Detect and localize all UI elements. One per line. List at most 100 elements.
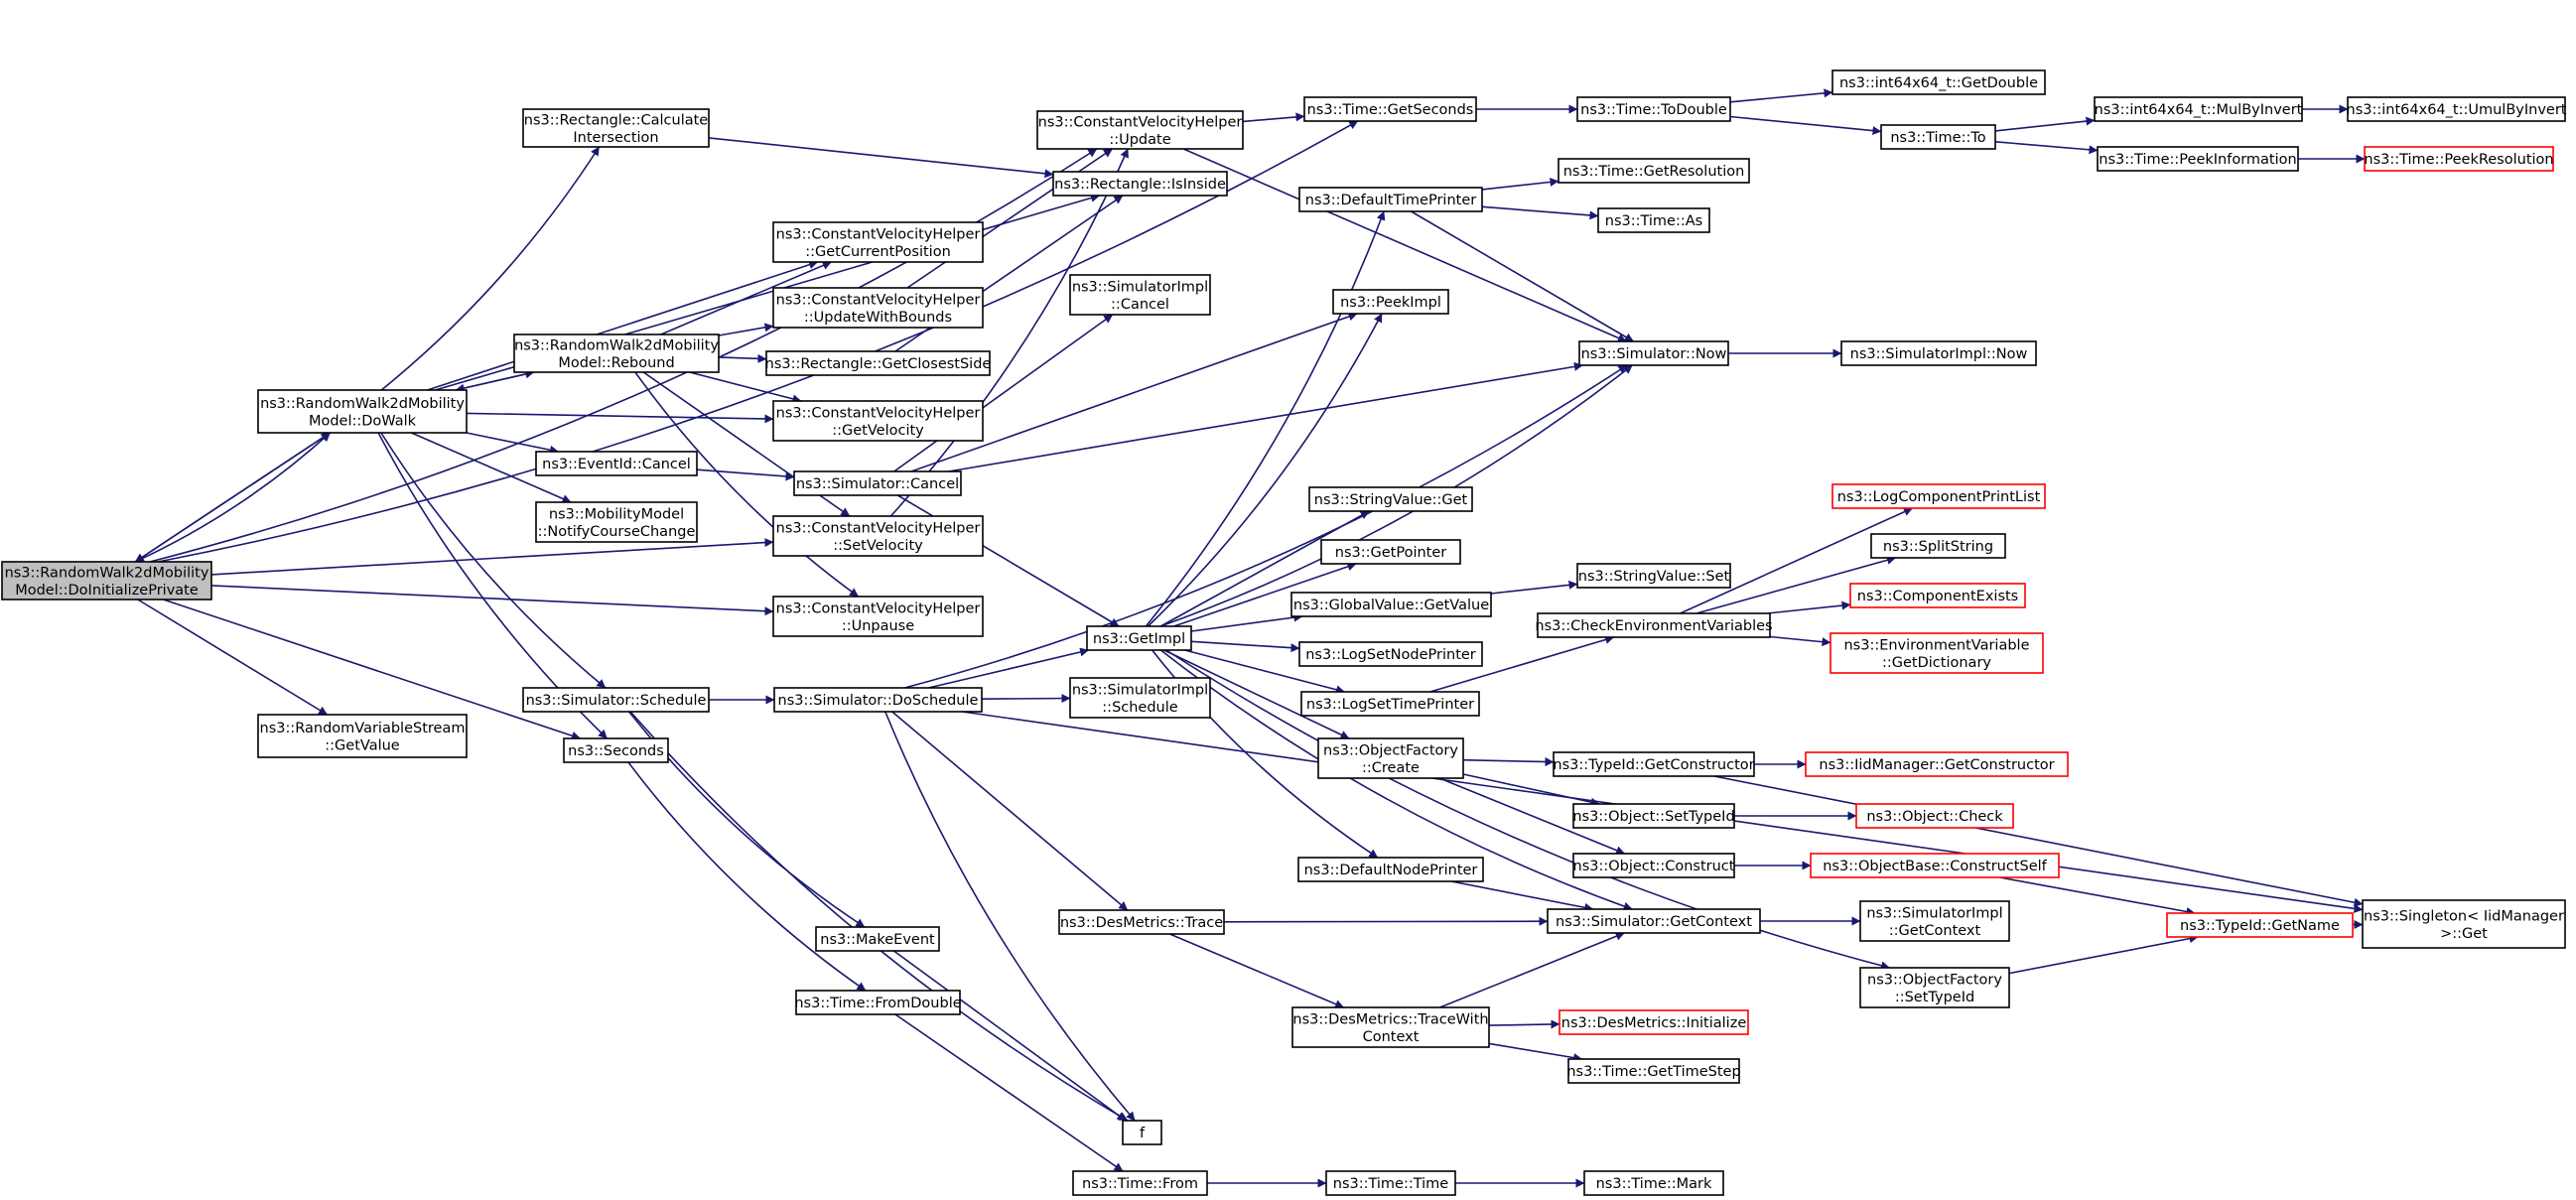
- function-node-makeevent[interactable]: ns3::MakeEvent: [815, 926, 940, 952]
- call-edge-deftimeprinter-to-timeas: [1481, 205, 1599, 220]
- function-node-timetodouble[interactable]: ns3::Time::ToDouble: [1576, 96, 1731, 122]
- function-node-cvhupdbounds[interactable]: ns3::ConstantVelocityHelper::UpdateWithB…: [772, 287, 984, 329]
- node-box: [1298, 641, 1483, 667]
- function-node-timegetres[interactable]: ns3::Time::GetResolution: [1558, 158, 1750, 184]
- node-label: ns3::int64x64_t::GetDouble: [1839, 75, 2038, 91]
- function-node-cvhupdate[interactable]: ns3::ConstantVelocityHelper::Update: [1036, 110, 1244, 150]
- function-node-compexists[interactable]: ns3::ComponentExists: [1849, 583, 2026, 608]
- node-label: ns3::ComponentExists: [1857, 589, 2019, 604]
- node-box: [1576, 96, 1731, 122]
- function-node-f[interactable]: f: [1122, 1120, 1162, 1145]
- node-label: ns3::Object::Check: [1866, 809, 2003, 825]
- function-node-cvhunpause[interactable]: ns3::ConstantVelocityHelper::Unpause: [772, 596, 984, 637]
- call-edge-timefromdouble-to-timefrom: [894, 1013, 1124, 1172]
- function-node-simimplsched[interactable]: ns3::SimulatorImpl::Schedule: [1069, 677, 1211, 719]
- function-node-ofsettypeid[interactable]: ns3::ObjectFactory::SetTypeId: [1859, 967, 2010, 1008]
- function-node-peekimpl[interactable]: ns3::PeekImpl: [1332, 289, 1449, 315]
- node-label: ns3::Simulator::Schedule: [526, 693, 707, 709]
- function-node-simnow[interactable]: ns3::Simulator::Now: [1578, 340, 1729, 366]
- node-box: [1, 561, 212, 600]
- function-node-timetime[interactable]: ns3::Time::Time: [1325, 1170, 1456, 1196]
- function-node-envvardict[interactable]: ns3::EnvironmentVariable::GetDictionary: [1830, 632, 2044, 674]
- function-node-rectinside[interactable]: ns3::Rectangle::IsInside: [1052, 171, 1228, 197]
- function-node-strvalget[interactable]: ns3::StringValue::Get: [1308, 486, 1473, 512]
- function-node-strvalset[interactable]: ns3::StringValue::Set: [1576, 563, 1731, 589]
- function-node-splitstring[interactable]: ns3::SplitString: [1870, 533, 2006, 559]
- function-node-timemark[interactable]: ns3::Time::Mark: [1583, 1170, 1724, 1196]
- function-node-simgetctx[interactable]: ns3::Simulator::GetContext: [1547, 908, 1761, 934]
- function-node-ofcreate[interactable]: ns3::ObjectFactory::Create: [1317, 737, 1464, 779]
- node-box: [1298, 187, 1483, 212]
- function-node-objsettypeid[interactable]: ns3::Object::SetTypeId: [1572, 803, 1735, 829]
- function-node-typeidgetname[interactable]: ns3::TypeId::GetName: [2166, 912, 2354, 938]
- function-node-logsettime[interactable]: ns3::LogSetTimePrinter: [1300, 691, 1480, 717]
- function-node-evcancel[interactable]: ns3::EventId::Cancel: [535, 451, 698, 476]
- function-node-deftimeprinter[interactable]: ns3::DefaultTimePrinter: [1298, 187, 1483, 212]
- function-node-simdosched[interactable]: ns3::Simulator::DoSchedule: [773, 687, 983, 713]
- function-node-timepeekinfo[interactable]: ns3::Time::PeekInformation: [2097, 146, 2299, 172]
- function-node-objcheck[interactable]: ns3::Object::Check: [1855, 803, 2014, 829]
- function-node-simcancel[interactable]: ns3::Simulator::Cancel: [793, 470, 962, 496]
- node-box: [1831, 483, 2046, 509]
- function-node-gvgetvalue[interactable]: ns3::GlobalValue::GetValue: [1290, 592, 1492, 617]
- function-node-timeto[interactable]: ns3::Time::To: [1880, 124, 1996, 150]
- function-node-getimpl[interactable]: ns3::GetImpl: [1086, 625, 1192, 651]
- function-node-root[interactable]: ns3::RandomWalk2dMobilityModel::DoInitia…: [1, 561, 212, 600]
- function-node-typeidgetctor[interactable]: ns3::TypeId::GetConstructor: [1553, 751, 1755, 777]
- node-box: [1297, 857, 1484, 882]
- function-node-simimplgetctx[interactable]: ns3::SimulatorImpl::GetContext: [1859, 900, 2010, 942]
- node-box: [2097, 146, 2299, 172]
- function-node-timefrom[interactable]: ns3::Time::From: [1072, 1170, 1208, 1196]
- node-box: [1870, 533, 2006, 559]
- node-label: ::Create: [1362, 760, 1420, 776]
- node-box: [765, 350, 991, 376]
- node-box: [1830, 632, 2044, 674]
- call-edge-cvhupdate-to-timegetsec: [1242, 112, 1305, 123]
- function-node-timepeekres[interactable]: ns3::Time::PeekResolution: [2364, 146, 2554, 172]
- function-node-singletonget[interactable]: ns3::Singleton< IidManager >::Get: [2362, 899, 2566, 949]
- node-box: [1855, 803, 2014, 829]
- function-node-timefromdouble[interactable]: ns3::Time::FromDouble: [794, 990, 962, 1015]
- call-edge-dowalk-to-simsched: [380, 432, 607, 689]
- function-node-defnodeprinter[interactable]: ns3::DefaultNodePrinter: [1297, 857, 1484, 882]
- function-node-seconds[interactable]: ns3::Seconds: [563, 737, 669, 763]
- function-node-timegetsec[interactable]: ns3::Time::GetSeconds: [1303, 96, 1477, 122]
- function-node-logcompprint[interactable]: ns3::LogComponentPrintList: [1831, 483, 2046, 509]
- node-label: ns3::Seconds: [568, 743, 664, 759]
- function-node-objconstruct[interactable]: ns3::Object::Construct: [1572, 853, 1735, 878]
- function-node-iidmgrgetctor[interactable]: ns3::IidManager::GetConstructor: [1805, 751, 2069, 777]
- function-node-desminit[interactable]: ns3::DesMetrics::Initialize: [1559, 1009, 1749, 1035]
- function-node-simsched[interactable]: ns3::Simulator::Schedule: [522, 687, 710, 713]
- node-label: ns3::DesMetrics::TraceWith: [1292, 1011, 1488, 1027]
- function-node-mmnotify[interactable]: ns3::MobilityModel::NotifyCourseChange: [535, 501, 698, 543]
- function-node-cvhgetvel[interactable]: ns3::ConstantVelocityHelper::GetVelocity: [772, 400, 984, 442]
- function-node-timegetstep[interactable]: ns3::Time::GetTimeStep: [1566, 1058, 1741, 1084]
- node-label: ns3::RandomVariableStream: [260, 721, 466, 736]
- function-node-simimplcancel[interactable]: ns3::SimulatorImpl::Cancel: [1069, 274, 1211, 316]
- function-node-cvhgetpos[interactable]: ns3::ConstantVelocityHelper::GetCurrentP…: [772, 221, 984, 263]
- call-edge-getimpl-to-simnow: [1159, 364, 1633, 627]
- function-node-logsetnode[interactable]: ns3::LogSetNodePrinter: [1298, 641, 1483, 667]
- node-box: [1840, 340, 2037, 366]
- call-edge-rebound-to-dowalk: [455, 371, 535, 393]
- function-node-checkenv[interactable]: ns3::CheckEnvironmentVariables: [1535, 612, 1773, 638]
- function-node-simimplnow[interactable]: ns3::SimulatorImpl::Now: [1840, 340, 2037, 366]
- function-node-objbaseconstruct[interactable]: ns3::ObjectBase::ConstructSelf: [1810, 853, 2060, 878]
- call-edge-root-to-timegetsec: [158, 120, 1359, 563]
- function-node-int64getdouble[interactable]: ns3::int64x64_t::GetDouble: [1831, 69, 2046, 95]
- function-node-cvhsetvel[interactable]: ns3::ConstantVelocityHelper::SetVelocity: [772, 515, 984, 557]
- function-node-rvs[interactable]: ns3::RandomVariableStream::GetValue: [257, 714, 468, 758]
- function-node-rectclosest[interactable]: ns3::Rectangle::GetClosestSide: [765, 350, 992, 376]
- call-edge-getimpl-to-deftimeprinter: [1145, 210, 1386, 627]
- call-edge-rectcalc-to-rectinside: [708, 137, 1054, 179]
- node-box: [772, 287, 984, 329]
- function-node-int64umulbyinv[interactable]: ns3::int64x64_t::UmulByInvert: [2347, 96, 2567, 122]
- function-node-desmtrace[interactable]: ns3::DesMetrics::Trace: [1058, 909, 1225, 935]
- function-node-getpointer[interactable]: ns3::GetPointer: [1320, 539, 1461, 565]
- function-node-int64mulbyinv[interactable]: ns3::int64x64_t::MulByInvert: [2094, 96, 2303, 122]
- function-node-timeas[interactable]: ns3::Time::As: [1597, 207, 1710, 233]
